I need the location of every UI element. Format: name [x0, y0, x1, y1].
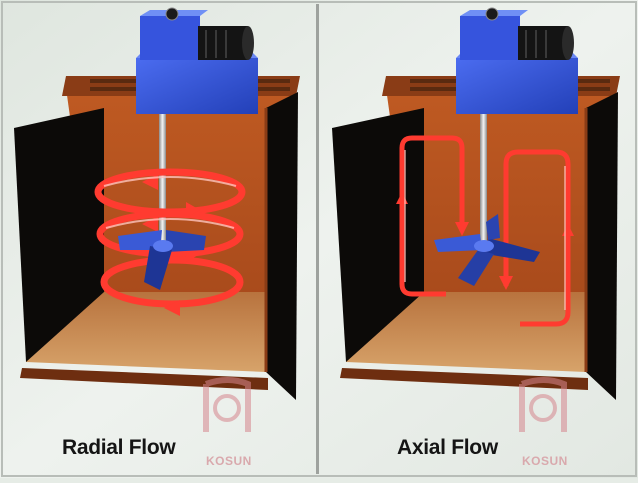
axial-flow-arrows — [399, 135, 571, 327]
impeller-hub — [474, 240, 494, 252]
impeller-blade — [434, 234, 482, 252]
watermark-text-left: KOSUN — [206, 454, 252, 468]
radial-flow-label: Radial Flow — [62, 436, 176, 459]
gearbox-end — [242, 26, 254, 60]
arrow-head — [499, 276, 513, 290]
flow-loop-right — [503, 149, 571, 327]
motor-base — [456, 58, 578, 114]
axial-impeller — [434, 214, 540, 286]
arrow-head — [186, 202, 200, 218]
axial-flow-panel — [332, 7, 620, 432]
impeller-blade — [118, 230, 162, 250]
axial-flow-label: Axial Flow — [397, 436, 498, 459]
radial-motor — [136, 7, 258, 114]
radial-impeller — [118, 230, 206, 290]
gearbox-end — [562, 26, 574, 60]
flow-loop-left — [399, 135, 465, 297]
tank-right-wall — [266, 92, 298, 400]
tank-floor — [346, 292, 586, 372]
tank-floor — [26, 292, 266, 372]
motor-cap — [485, 7, 499, 21]
kosun-logo-right — [519, 377, 567, 432]
tank-right-wall — [586, 92, 618, 400]
flow-highlight — [103, 176, 237, 187]
logo-mark — [203, 377, 251, 432]
impeller-blade — [486, 238, 540, 262]
tank-left-wall — [14, 108, 104, 362]
arrow-head — [164, 300, 180, 316]
logo-mark — [519, 377, 567, 432]
arrow-head — [455, 222, 469, 236]
impeller-blade — [486, 214, 500, 240]
motor-housing — [140, 16, 200, 60]
impeller-blade — [458, 250, 494, 286]
impeller-blade — [166, 230, 206, 252]
motor-housing — [460, 16, 520, 60]
kosun-logo-left — [203, 377, 251, 432]
axial-motor — [456, 7, 578, 114]
motor-base — [136, 58, 258, 114]
flow-highlight — [105, 218, 235, 229]
radial-flow-panel — [14, 7, 300, 432]
agitator-shaft — [480, 100, 487, 248]
impeller-hub — [153, 240, 173, 252]
panel-divider — [316, 4, 319, 474]
impeller-blade — [144, 246, 172, 290]
motor-cap — [165, 7, 179, 21]
watermark-text-right: KOSUN — [522, 454, 568, 468]
